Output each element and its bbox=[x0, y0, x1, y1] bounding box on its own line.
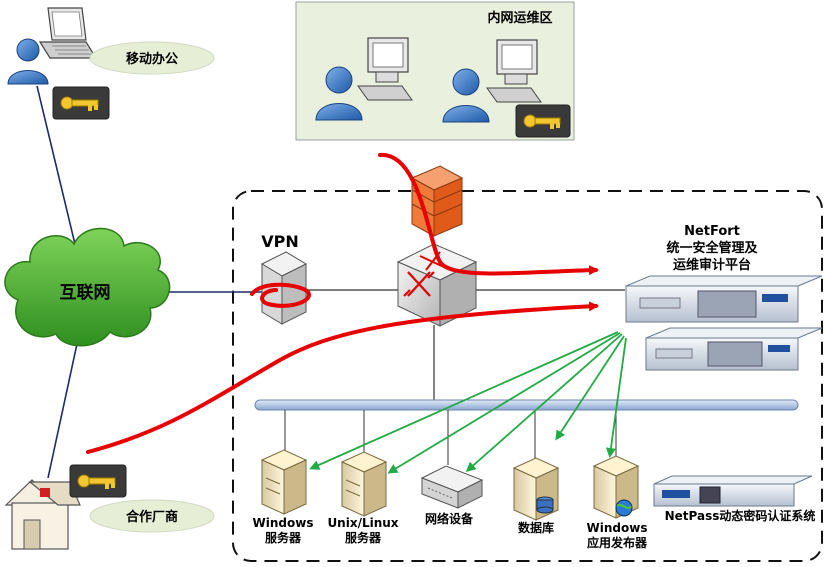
mobile-label: 移动办公 bbox=[126, 51, 178, 67]
ops-zone-title: 内网运维区 bbox=[487, 10, 552, 26]
vpn-label: VPN bbox=[261, 232, 299, 251]
internet-cloud-icon bbox=[4, 227, 171, 347]
windows-app-server-icon bbox=[592, 455, 640, 519]
partner-label: 合作厂商 bbox=[126, 509, 178, 525]
netfort-appliance-1-icon bbox=[625, 275, 823, 323]
network-device-icon bbox=[420, 465, 484, 509]
netfort-label-line1: NetFort bbox=[684, 224, 740, 239]
database-server-icon bbox=[512, 457, 560, 521]
ops-user-2-icon bbox=[442, 68, 490, 123]
vpn-device-icon bbox=[260, 251, 308, 325]
partner-key-icon bbox=[69, 464, 127, 498]
ops-key-icon bbox=[515, 104, 571, 138]
audit-arrows bbox=[309, 331, 627, 474]
mobile-user-icon bbox=[7, 38, 49, 85]
netpass-label: NetPass动态密码认证系统 bbox=[665, 508, 816, 523]
access-flows bbox=[86, 152, 599, 454]
netfort-appliance-2-icon bbox=[645, 327, 823, 371]
ops-workstation-2-icon bbox=[486, 39, 542, 103]
house-icon bbox=[4, 479, 81, 550]
core-zone-box bbox=[232, 190, 823, 562]
windows-server-icon bbox=[260, 449, 308, 515]
netpass-appliance-icon bbox=[653, 475, 813, 507]
ops-user-1-icon bbox=[315, 66, 363, 121]
unix-server-label-line1: Unix/Linux bbox=[327, 516, 398, 530]
unix-server-label-line2: 服务器 bbox=[345, 530, 382, 545]
database-label: 数据库 bbox=[518, 520, 554, 535]
key-icon bbox=[52, 86, 110, 120]
link-partner-internet bbox=[47, 329, 81, 479]
windows-server-label-line1: Windows bbox=[253, 516, 314, 530]
internet-label: 互联网 bbox=[60, 283, 111, 303]
ops-workstation-1-icon bbox=[357, 37, 413, 101]
laptop-icon bbox=[38, 7, 98, 59]
netfort-label-line3: 运维审计平台 bbox=[673, 257, 751, 273]
windows-app-label-line2: 应用发布器 bbox=[587, 535, 648, 550]
partner-label-bubble bbox=[89, 499, 215, 533]
windows-app-label-line1: Windows bbox=[587, 521, 648, 535]
windows-server-label-line2: 服务器 bbox=[265, 530, 302, 545]
network-device-label: 网络设备 bbox=[425, 511, 474, 526]
mobile-label-bubble bbox=[89, 41, 215, 75]
netfort-label-line2: 统一安全管理及 bbox=[666, 240, 758, 256]
link-mobile-internet bbox=[36, 85, 81, 266]
unix-server-icon bbox=[340, 451, 388, 517]
server-bus bbox=[254, 399, 799, 411]
